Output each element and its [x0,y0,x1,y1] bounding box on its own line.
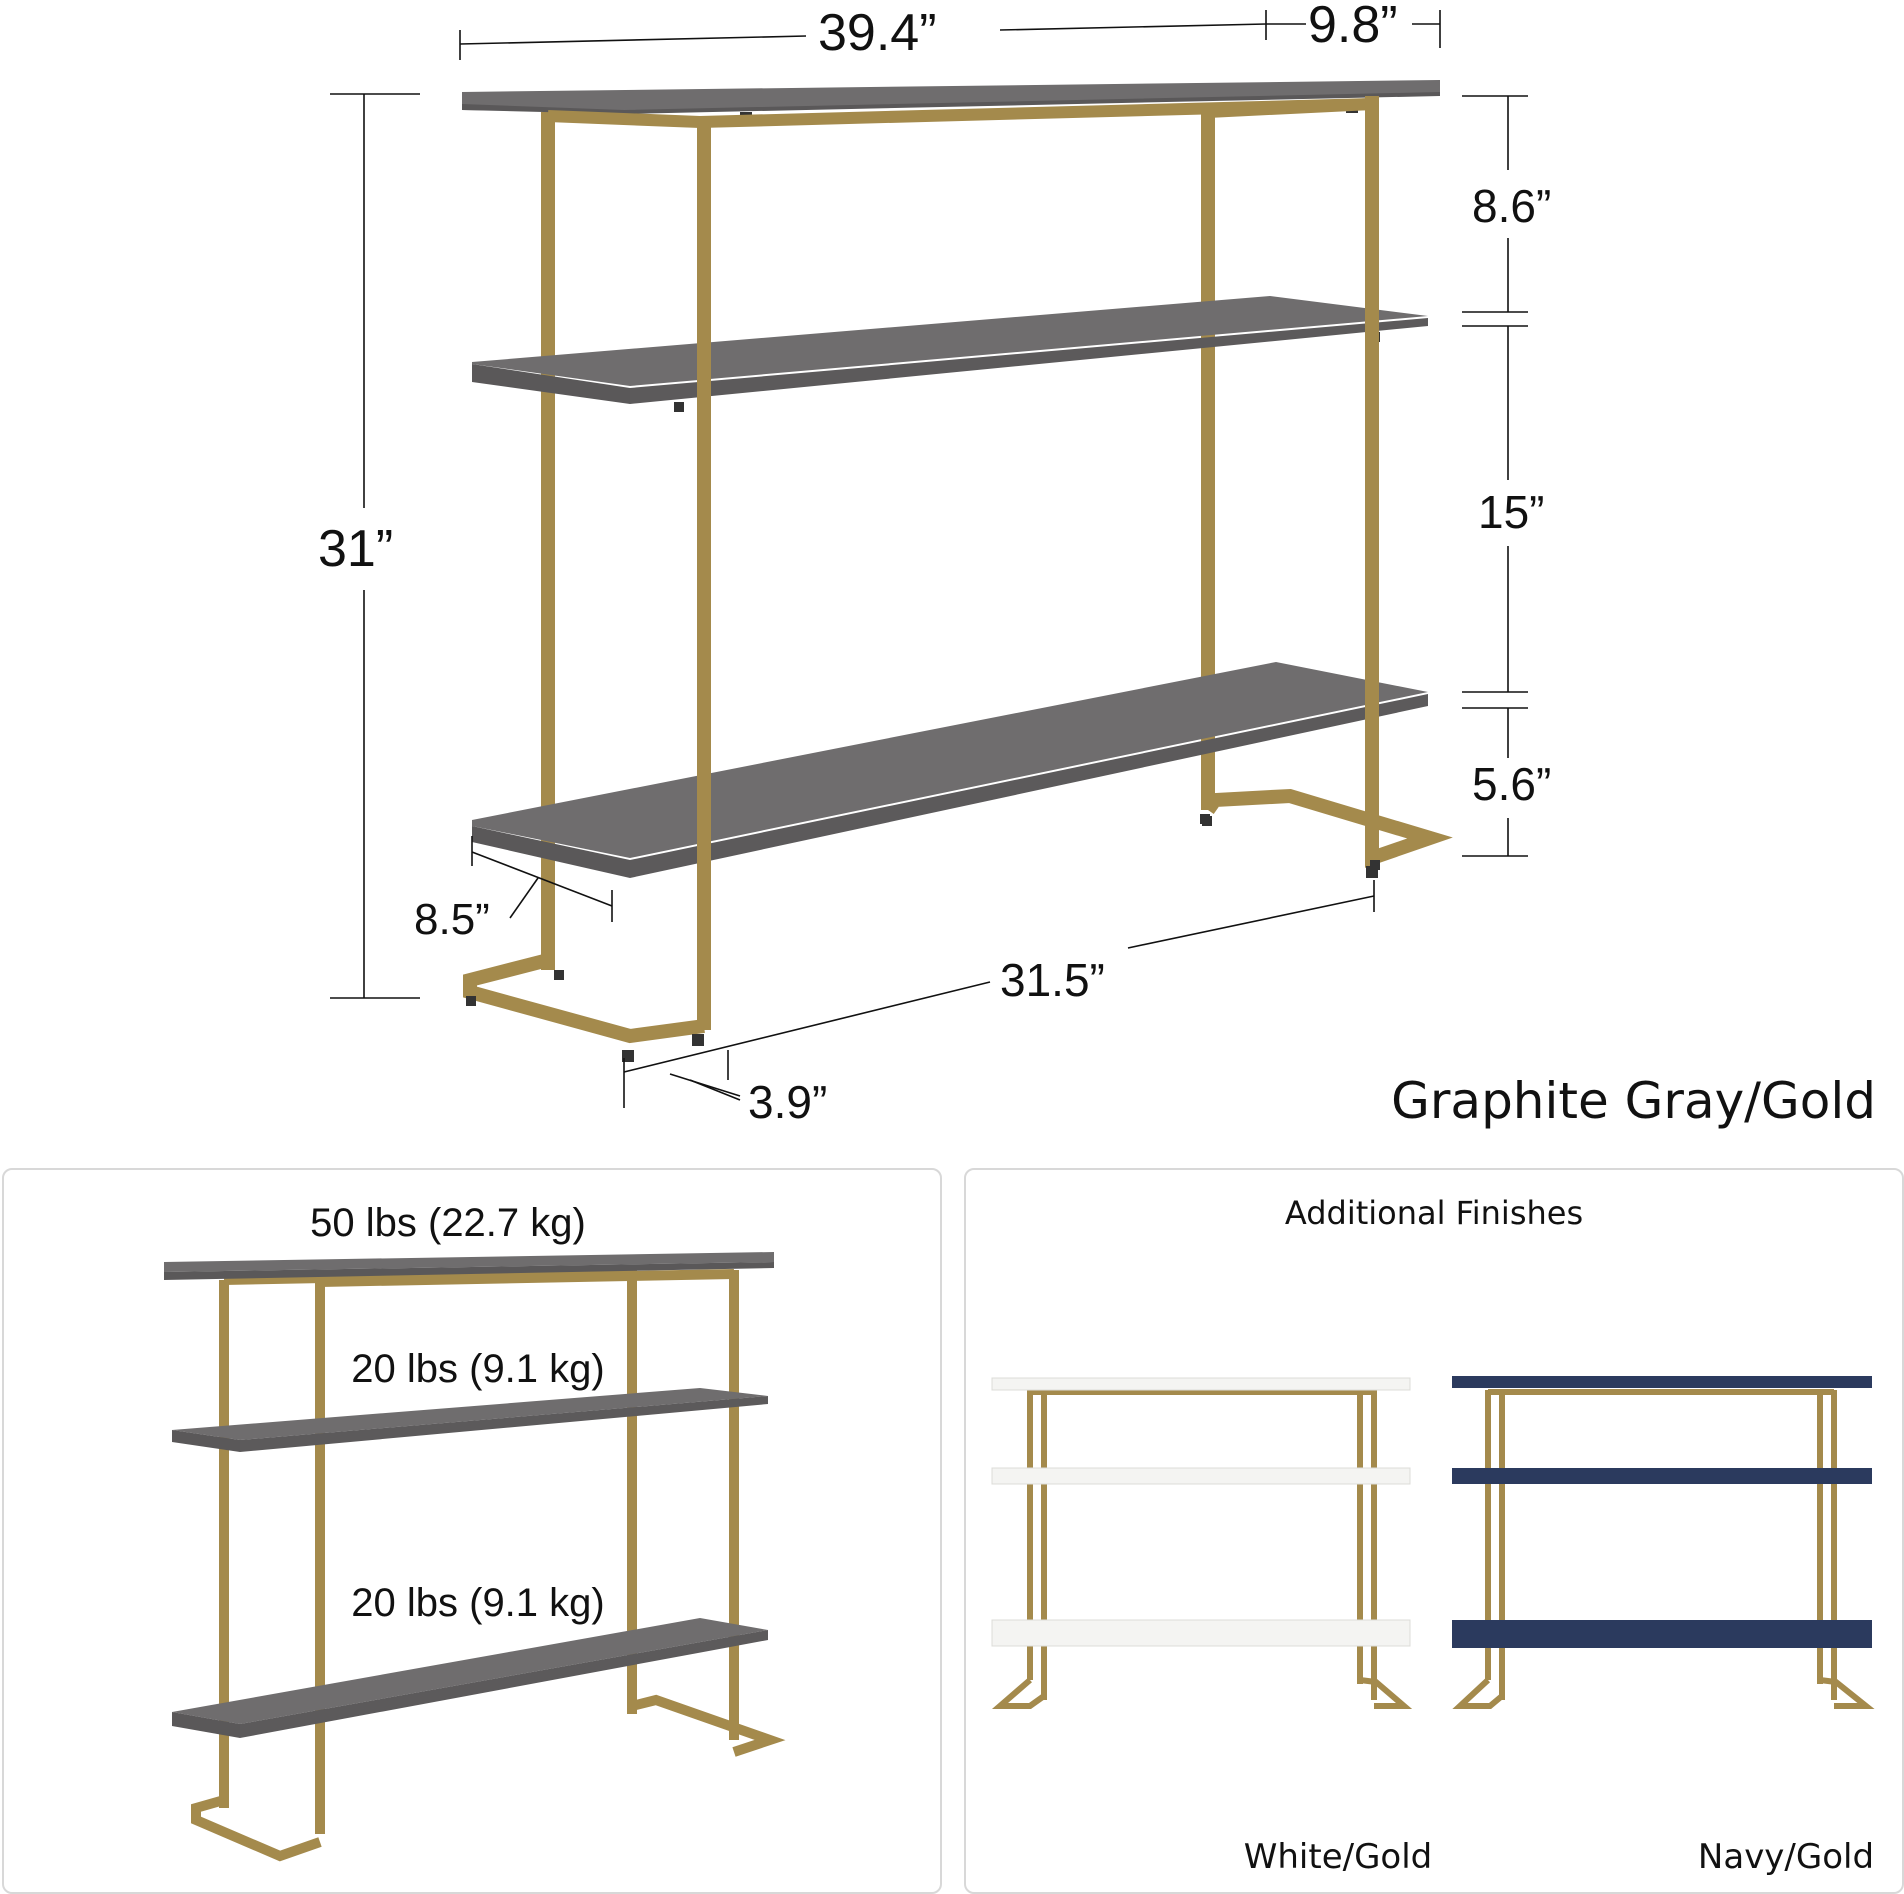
white-gold-swatch: White/Gold [991,1377,1433,1877]
leg-feet [466,816,1378,1062]
bottom-shelf-capacity: 20 lbs (9.1 kg) [351,1581,604,1625]
finish-label: Graphite Gray/Gold [1391,1072,1876,1130]
navy-gold-label: Navy/Gold [1698,1837,1874,1877]
additional-finishes-title: Additional Finishes [1285,1194,1583,1232]
top-shelf-capacity: 50 lbs (22.7 kg) [310,1201,586,1245]
width-dimension-label: 39.4” [818,4,937,62]
bottom-shelf [472,662,1428,878]
navy-gold-swatch: Navy/Gold [1452,1376,1875,1877]
dimension-lines [330,10,1528,1108]
middle-shelf-capacity: 20 lbs (9.1 kg) [351,1347,604,1391]
bottom-gap-dimension-label: 5.6” [1472,758,1551,810]
additional-finishes-drawing: Additional Finishes White/Gold [991,1194,1875,1877]
weight-capacity-panel [2,1168,942,1894]
leg-offset-dimension-label: 3.9” [748,1076,827,1128]
height-dimension-label: 31” [318,520,393,578]
white-gold-label: White/Gold [1244,1837,1433,1877]
inner-width-dimension-label: 31.5” [1000,954,1105,1006]
weight-capacity-drawing: 50 lbs (22.7 kg) 20 lbs (9.1 kg) 20 lbs … [164,1201,786,1862]
additional-finishes-panel [964,1168,1904,1894]
front-leg-left [463,116,711,1044]
top-frame-rail [547,98,1373,128]
depth-dimension-label: 9.8” [1308,0,1398,54]
main-console-table: 39.4” 9.8” 31” 8.6” 15” 5.6” 8.5” 31.5” … [318,0,1876,1130]
shelf-depth-dimension-label: 8.5” [414,895,490,944]
middle-shelf [472,296,1428,412]
middle-gap-dimension-label: 15” [1478,486,1544,538]
top-gap-dimension-label: 8.6” [1472,180,1551,232]
